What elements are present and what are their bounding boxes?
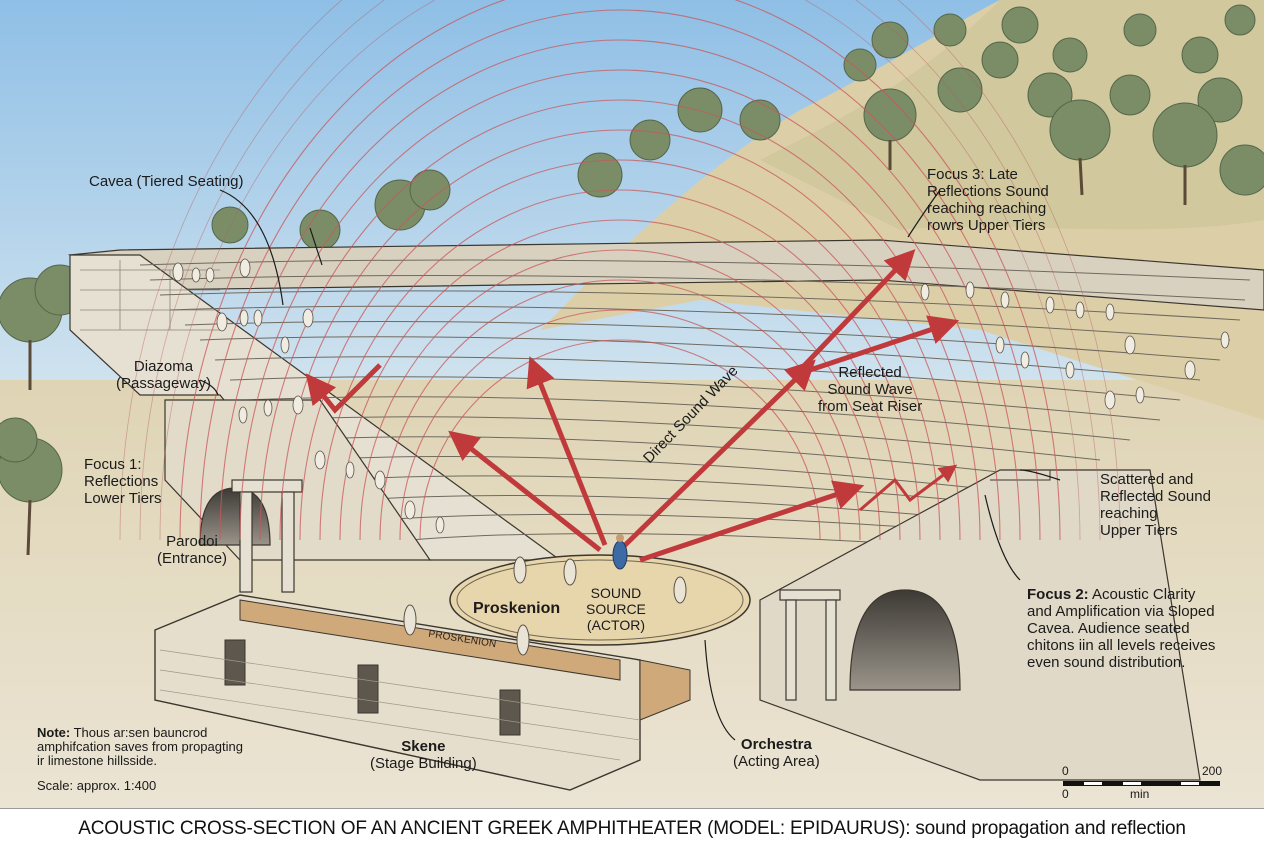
label-scattered-line3: reaching — [1100, 505, 1158, 522]
note-line1: Thous ar:sen bauncrod — [73, 725, 208, 740]
label-scattered-reflected-sound: Scattered and Reflected Sound reaching U… — [1100, 471, 1211, 539]
label-reflected-line2: Sound Wave — [827, 381, 913, 398]
label-sound-source-line3: (ACTOR) — [586, 617, 645, 633]
label-focus-2-line5: even sound distribution. — [1027, 654, 1186, 671]
label-focus-2-title: Focus 2: — [1027, 586, 1089, 603]
label-focus-1-line1: Reflections — [84, 473, 159, 490]
label-focus-3-line3: reaching reaching — [927, 200, 1047, 217]
diagram-illustration: Cavea (Tiered Seating) Diazoma (Passagew… — [0, 0, 1264, 808]
olive-trees — [0, 4, 1264, 503]
scale-text: Scale: approx. 1:400 — [37, 778, 157, 793]
label-skene-line1: Skene — [401, 738, 446, 755]
label-cavea: Cavea (Tiered Seating) — [89, 173, 244, 190]
label-parodoi-line2: (Entrance) — [157, 550, 228, 567]
amphitheater-illustration — [0, 0, 1264, 808]
label-focus-3-line4: rowrs Upper Tiers — [927, 217, 1046, 234]
label-focus-2-line1: Acoustic Clarity — [1092, 586, 1196, 603]
label-reflected-line3: from Seat Riser — [818, 398, 923, 415]
scale-bar: 0 200 0 min — [1062, 764, 1222, 801]
label-orchestra-line1: Orchestra — [740, 736, 812, 753]
label-focus-3: Focus 3: Late Reflections Sound reaching… — [927, 166, 1049, 234]
label-focus-2-line2: and Amplification via Sloped — [1027, 603, 1215, 620]
note-title: Note: — [37, 725, 71, 740]
label-sound-source: SOUND SOURCE (ACTOR) — [586, 585, 646, 633]
leader-lines — [199, 189, 1061, 741]
scale-bar-top-right: 200 — [1201, 764, 1222, 778]
note-line2: amphifcation saves from propagting — [37, 739, 243, 754]
label-reflected-sound-wave: Reflected Sound Wave from Seat Riser — [818, 364, 922, 415]
label-parodoi: Parodoi (Entrance) — [157, 533, 227, 567]
note-line3: ir limestone hillsside. — [37, 753, 157, 768]
scale-bar-bottom-mid: min — [1130, 787, 1150, 801]
figure-caption: ACOUSTIC CROSS-SECTION OF AN ANCIENT GRE… — [0, 808, 1264, 849]
label-scattered-line2: Reflected Sound — [1100, 488, 1211, 505]
scale-bar-bottom-left: 0 — [1062, 787, 1069, 801]
label-orchestra-line2: (Acting Area) — [733, 753, 820, 770]
sound-wave-arcs — [179, 0, 1061, 541]
label-orchestra: Orchestra (Acting Area) — [733, 736, 820, 770]
label-reflected-line1: Reflected — [838, 364, 902, 381]
label-focus-2-line3: Cavea. Audience seated — [1027, 620, 1190, 637]
right-parodos-tunnel — [849, 589, 961, 691]
label-focus-2-line4: chitons iin all levels receives — [1027, 637, 1216, 654]
scale-bar-graphic — [1063, 781, 1220, 786]
label-sound-source-line2: SOURCE — [586, 601, 646, 617]
label-sound-source-line1: SOUND — [590, 585, 642, 601]
label-diazoma-line1: Diazoma — [133, 358, 194, 375]
label-skene-line2: (Stage Building) — [370, 755, 477, 772]
label-focus-3-line1: Focus 3: Late — [927, 166, 1018, 183]
label-focus-2: Focus 2: Acoustic Clarity and Amplificat… — [1027, 586, 1215, 671]
label-focus-1: Focus 1: Reflections Lower Tiers — [84, 456, 162, 507]
label-diazoma: Diazoma (Passageway) — [116, 358, 211, 392]
label-proskenion: Proskenion — [473, 600, 561, 617]
right-retaining-wall — [759, 469, 1201, 781]
label-focus-1-line2: Lower Tiers — [84, 490, 162, 507]
label-diazoma-line2: (Passageway) — [116, 375, 212, 392]
sound-arrows — [305, 249, 960, 563]
label-scattered-line1: Scattered and — [1100, 471, 1194, 488]
label-focus-3-line2: Reflections Sound — [927, 183, 1049, 200]
cavea-back — [67, 239, 1264, 311]
note-text: Note: Thous ar:sen bauncrod amphifcation… — [37, 726, 243, 768]
label-skene: Skene (Stage Building) — [370, 738, 477, 772]
audience — [172, 258, 1230, 534]
label-focus-1-title: Focus 1: — [84, 456, 142, 473]
label-scattered-line4: Upper Tiers — [1100, 522, 1178, 539]
label-parodoi-line1: Parodoi — [166, 533, 218, 550]
scale-bar-top-left: 0 — [1062, 764, 1069, 778]
actors — [403, 534, 687, 656]
